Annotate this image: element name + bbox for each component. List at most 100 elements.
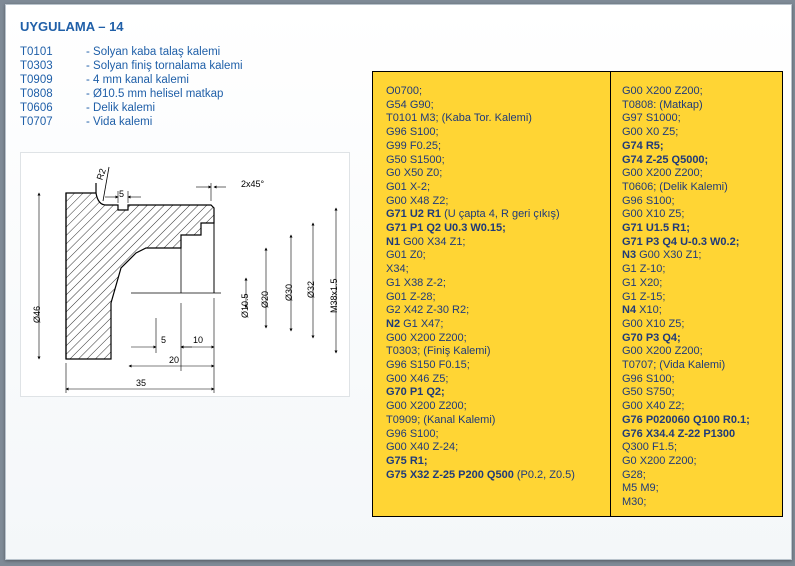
tool-row: T0808 - Ø10.5 mm helisel matkap [20, 87, 350, 101]
tool-desc: - 4 mm kanal kalemi [86, 74, 189, 87]
column-divider [610, 72, 611, 516]
program-line: G00 X10 Z5; [622, 208, 750, 222]
program-line: G00 X40 Z2; [622, 400, 750, 414]
program-line-text: G1 X20; [622, 276, 663, 289]
program-line: G01 Z-28; [386, 291, 575, 305]
program-line: N3 G00 X30 Z1; [622, 249, 750, 263]
program-line-text: G96 S150 F0.15; [386, 359, 470, 372]
program-line-code: G76 X34.4 Z-22 P1300 [622, 427, 736, 440]
label-d32: Ø32 [306, 281, 316, 298]
label-d46: Ø46 [32, 306, 42, 323]
program-line: G96 S100; [386, 428, 575, 442]
program-line-text: T0909; (Kanal Kalemi) [386, 413, 496, 426]
program-line: G96 S150 F0.15; [386, 359, 575, 373]
program-line: T0707; (Vida Kalemi) [622, 359, 750, 373]
program-line: G0 X50 Z0; [386, 167, 575, 181]
program-line: G00 X10 Z5; [622, 318, 750, 332]
program-line: G70 P3 Q4; [622, 332, 750, 346]
program-line: N1 G00 X34 Z1; [386, 236, 575, 250]
program-line: G70 P1 Q2; [386, 386, 575, 400]
program-line: G50 S1500; [386, 154, 575, 168]
program-line-text: G2 X42 Z-30 R2; [386, 304, 470, 317]
program-line: G97 S1000; [622, 112, 750, 126]
program-line-text: G01 X-2; [386, 180, 431, 193]
program-line: Q300 F1.5; [622, 441, 750, 455]
tool-code: T0808 [20, 88, 53, 101]
tool-code: T0909 [20, 74, 53, 87]
program-line-text: G01 Z0; [386, 249, 426, 262]
program-line: G00 X200 Z200; [386, 400, 575, 414]
program-line: G71 U2 R1 (U çapta 4, R geri çıkış) [386, 208, 575, 222]
program-line-text: M5 M9; [622, 482, 659, 495]
label-l20: 20 [169, 355, 179, 365]
label-d10-5: Ø10.5 [240, 293, 250, 318]
tool-row: T0101- Solyan kaba talaş kalemi [20, 45, 350, 59]
program-line-code: N4 [622, 304, 637, 317]
program-line-code: G70 P1 Q2; [386, 386, 445, 399]
program-line: G1 Z-10; [622, 263, 750, 277]
label-d30: Ø30 [284, 284, 294, 301]
tool-desc: - Ø10.5 mm helisel matkap [86, 88, 224, 101]
program-line-code: N3 [622, 249, 637, 262]
program-line-text: G1 X47; [400, 317, 444, 330]
technical-drawing: R2 5 2x45° Ø46 Ø10.5 Ø20 Ø30 Ø32 [20, 152, 350, 397]
program-line-text: G96 S100; [622, 372, 675, 385]
program-line-text: G00 X200 Z200; [386, 400, 467, 413]
program-line-text: G1 Z-15; [622, 290, 666, 303]
program-line: G00 X0 Z5; [622, 126, 750, 140]
program-line: G1 X38 Z-2; [386, 277, 575, 291]
program-line-code: N1 [386, 235, 401, 248]
program-line: G28; [622, 469, 750, 483]
program-line: N2 G1 X47; [386, 318, 575, 332]
program-line-text: G00 X200 Z200; [622, 345, 703, 358]
program-line: T0808: (Matkap) [622, 99, 750, 113]
tool-desc: - Vida kalemi [86, 116, 153, 129]
program-line-text: G96 S100; [386, 126, 439, 139]
program-line-text: G0 X50 Z0; [386, 167, 443, 180]
tool-code: T0707 [20, 116, 53, 129]
label-l10: 10 [193, 335, 203, 345]
program-line-text: G96 S100; [386, 427, 439, 440]
tool-desc: - Delik kalemi [86, 102, 156, 115]
program-line-text: (U çapta 4, R geri çıkış) [441, 208, 560, 221]
program-line-code: G71 P1 Q2 U0.3 W0.15; [386, 222, 506, 235]
program-line-text: G00 X0 Z5; [622, 126, 679, 139]
program-line: G74 R5; [622, 140, 750, 154]
program-line-code: N2 [386, 317, 401, 330]
label-d20: Ø20 [260, 291, 270, 308]
cnc-program-box: O0700;G54 G90;T0101 M3; (Kaba Tor. Kalem… [372, 71, 783, 517]
program-line: G2 X42 Z-30 R2; [386, 304, 575, 318]
program-line-text: G1 Z-10; [622, 263, 666, 276]
program-line-code: G71 U2 R1 [386, 208, 442, 221]
program-line: G01 X-2; [386, 181, 575, 195]
program-line-text: G01 Z-28; [386, 290, 436, 303]
program-line-text: G54 G90; [386, 98, 434, 111]
program-line: X34; [386, 263, 575, 277]
program-line-text: G00 X34 Z1; [400, 235, 466, 248]
program-line-text: G00 X46 Z5; [386, 372, 449, 385]
program-line-text: G00 X200 Z200; [622, 167, 703, 180]
program-line-text: X34; [386, 263, 409, 276]
program-line: T0606; (Delik Kalemi) [622, 181, 750, 195]
program-line: G96 S100; [386, 126, 575, 140]
program-line: G99 F0.25; [386, 140, 575, 154]
program-line: G71 U1.5 R1; [622, 222, 750, 236]
program-line-text: T0808: (Matkap) [622, 98, 703, 111]
program-line-text: G50 S750; [622, 386, 675, 399]
label-r2: R2 [95, 167, 108, 181]
program-line: G74 Z-25 Q5000; [622, 154, 750, 168]
tool-row: T0303- Solyan finiş tornalama kalemi [20, 59, 350, 73]
program-line-code: G75 X32 Z-25 P200 Q500 [386, 468, 514, 481]
program-line: G00 X200 Z200; [622, 167, 750, 181]
program-line: G00 X40 Z-24; [386, 441, 575, 455]
label-d5-top: 5 [119, 189, 124, 199]
program-line: T0909; (Kanal Kalemi) [386, 414, 575, 428]
program-line-text: G0 X200 Z200; [622, 454, 697, 467]
program-line: G0 X200 Z200; [622, 455, 750, 469]
program-line-text: T0707; (Vida Kalemi) [622, 359, 726, 372]
program-line-code: G76 P020060 Q100 R0.1; [622, 413, 750, 426]
label-chamfer: 2x45° [241, 179, 265, 189]
program-line-code: G74 Z-25 Q5000; [622, 153, 709, 166]
tool-list: T0101- Solyan kaba talaş kalemi T0303- S… [20, 45, 350, 130]
program-column-right: G00 X200 Z200;T0808: (Matkap)G97 S1000;G… [622, 85, 750, 510]
